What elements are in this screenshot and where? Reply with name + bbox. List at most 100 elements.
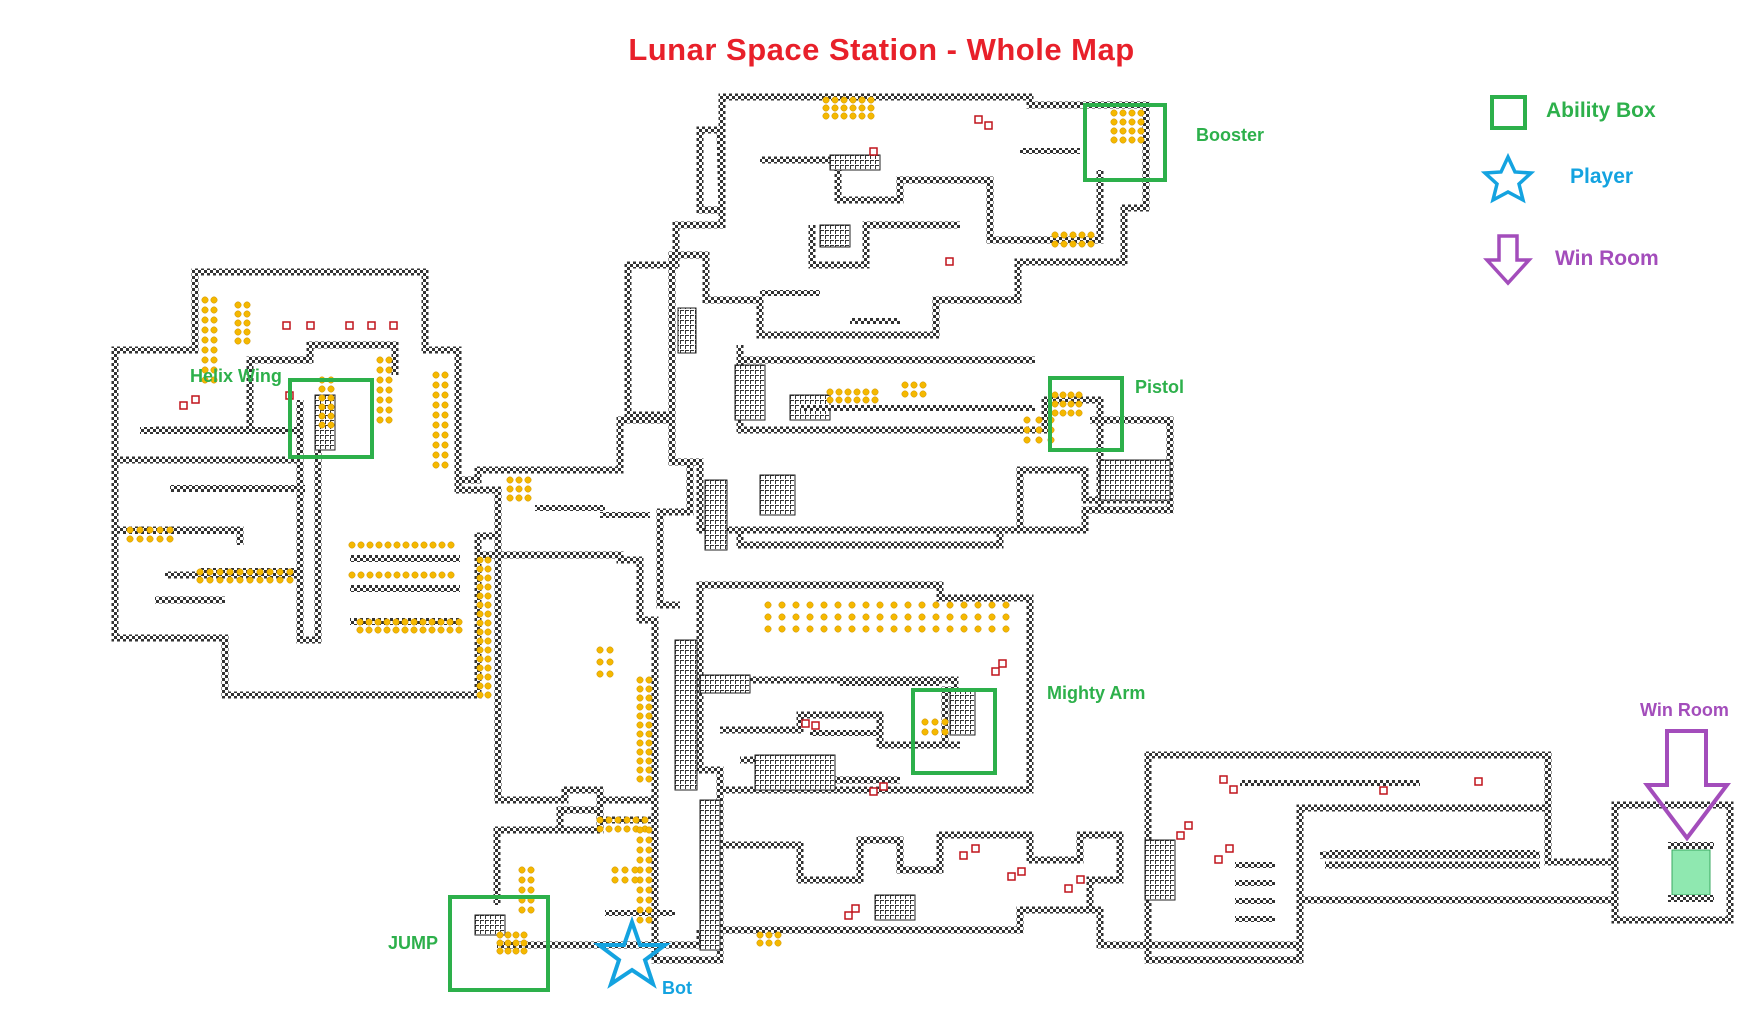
coin [506, 494, 514, 502]
coin [385, 406, 393, 414]
ledge [1235, 916, 1275, 922]
coin [1051, 400, 1059, 408]
coin [376, 356, 384, 364]
coin [411, 571, 419, 579]
coin [385, 366, 393, 374]
coin [518, 876, 526, 884]
coin [1110, 109, 1118, 117]
coin [374, 618, 382, 626]
coin [904, 601, 912, 609]
coin [840, 96, 848, 104]
coin [246, 568, 254, 576]
coin [210, 346, 218, 354]
coin [614, 825, 622, 833]
coin [286, 568, 294, 576]
coin [484, 592, 492, 600]
coin [201, 306, 209, 314]
coin [318, 394, 326, 402]
label-win-room: Win Room [1640, 700, 1729, 720]
coin [645, 876, 653, 884]
coin [645, 730, 653, 738]
coin [636, 703, 644, 711]
coin [327, 394, 335, 402]
coin [484, 601, 492, 609]
coin [484, 610, 492, 618]
coin [988, 613, 996, 621]
coin [636, 739, 644, 747]
coin [429, 571, 437, 579]
coin [476, 628, 484, 636]
enemy-marker [1229, 785, 1238, 794]
coin [611, 876, 619, 884]
coin [410, 618, 418, 626]
coin [476, 646, 484, 654]
coin [484, 556, 492, 564]
coin [428, 618, 436, 626]
coin [867, 104, 875, 112]
coin [515, 494, 523, 502]
room-arena-bottom [700, 510, 1024, 549]
coin [496, 931, 504, 939]
coin [432, 421, 440, 429]
coin [645, 739, 653, 747]
enemy-marker [345, 321, 354, 330]
coin [932, 601, 940, 609]
enemy-marker [367, 321, 376, 330]
legend-win-room-arrow-icon [1483, 234, 1533, 286]
coin [921, 728, 929, 736]
coin [243, 310, 251, 318]
coin [636, 694, 644, 702]
platform [699, 799, 721, 951]
ledge [1235, 862, 1275, 868]
coin [243, 328, 251, 336]
coin [921, 718, 929, 726]
coin [201, 356, 209, 364]
enemy-marker [1007, 872, 1016, 881]
coin [432, 441, 440, 449]
enemy-marker [869, 787, 878, 796]
coin [226, 568, 234, 576]
label-booster: Booster [1196, 125, 1265, 145]
coin [136, 526, 144, 534]
enemy-marker [959, 851, 968, 860]
coin [774, 939, 782, 947]
label-helix-wing: Helix Wing [190, 366, 282, 386]
coin [792, 625, 800, 633]
coin [447, 571, 455, 579]
win-room-arrow-icon [1642, 729, 1732, 842]
legend-player-label: Player [1570, 165, 1634, 188]
coin [596, 825, 604, 833]
coin [840, 112, 848, 120]
coin [476, 556, 484, 564]
coin [496, 939, 504, 947]
coin [835, 396, 843, 404]
coin [226, 576, 234, 584]
coin [318, 421, 326, 429]
coin [636, 826, 644, 834]
coin [636, 766, 644, 774]
enemy-layer [179, 115, 1483, 920]
coin [210, 296, 218, 304]
coin [636, 685, 644, 693]
coin [441, 431, 449, 439]
coin [645, 712, 653, 720]
coin [849, 112, 857, 120]
coin [941, 718, 949, 726]
ledge [535, 505, 605, 511]
coin [432, 451, 440, 459]
coin [432, 381, 440, 389]
enemy-marker [991, 667, 1000, 676]
coin [974, 613, 982, 621]
coin [210, 376, 218, 384]
coin [820, 613, 828, 621]
coin [520, 939, 528, 947]
coin [1075, 400, 1083, 408]
coin [376, 406, 384, 414]
coin [385, 386, 393, 394]
platform [734, 364, 766, 421]
coin [645, 846, 653, 854]
coin [1075, 391, 1083, 399]
coin [236, 568, 244, 576]
coin [1035, 416, 1043, 424]
coin [1137, 127, 1145, 135]
